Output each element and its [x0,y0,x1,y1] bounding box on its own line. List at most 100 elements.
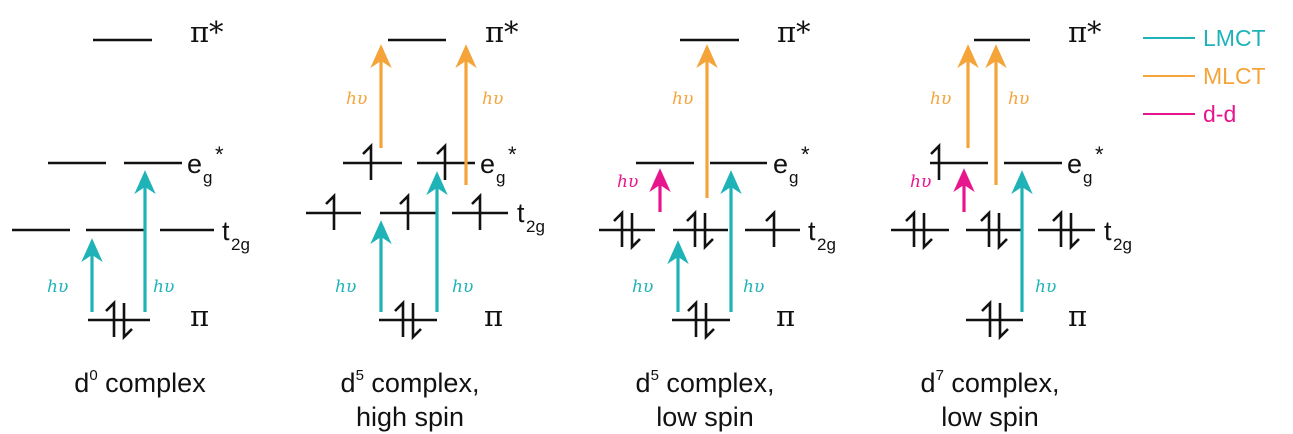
eg-label: e [1067,149,1082,179]
legend-label-lmct: LMCT [1203,25,1266,51]
caption-line2: low spin [941,402,1039,432]
transition-arrow-head [134,170,156,195]
legend-swatch-mlct [1143,75,1195,77]
eg-label: e [480,149,495,179]
transition-arrow-head [426,171,448,196]
photon-label: hυ [910,172,931,192]
eg-label-subscript: g [789,168,798,187]
transition-arrow-head [649,168,671,193]
electron-spin-down [411,303,422,341]
transition-arrow-head [81,238,103,263]
caption-d5-low-spin: d5 complex, low spin [595,366,815,434]
electron-spin-down [122,303,133,341]
photon-label: hυ [1008,89,1029,109]
transition-arrow-head [953,168,975,193]
transition-arrow-head [370,220,392,245]
electron-spin-up [905,209,916,247]
eg-label-star: * [508,142,517,167]
eg-label: e [773,149,788,179]
caption-superscript: 5 [355,367,364,384]
electron-spin-up [981,299,992,337]
t2g-label-subscript: 2g [1113,235,1132,254]
legend-swatch-lmct [1143,37,1195,39]
t2g-label: t [222,216,230,246]
caption-line2: low spin [656,402,754,432]
electron-spin-up [325,192,336,230]
caption-superscript: 5 [650,367,659,384]
caption-superscript: 7 [935,367,944,384]
transition-arrow-head [696,44,718,69]
caption-line1: complex, [658,368,775,398]
transition-arrow-head [667,240,689,265]
eg-label-subscript: g [496,168,505,187]
transition-arrow-head [1011,170,1033,195]
eg-label-star: * [1095,142,1104,167]
photon-label: hυ [153,277,174,297]
electron-spin-up [765,209,776,247]
electron-spin-down [704,303,715,341]
electron-spin-down [630,213,641,251]
electron-spin-up [394,299,405,337]
caption-d-letter: d [920,368,936,398]
eg-label-star: * [215,142,224,167]
caption-d-letter: d [74,368,90,398]
transition-arrow-head [455,44,477,69]
transition-arrow-head [370,44,392,69]
pi-star-label: π* [777,15,811,49]
eg-label: e [187,149,202,179]
photon-label: hυ [452,277,473,297]
pi-star-label: π* [1068,15,1102,49]
photon-label: hυ [632,277,653,297]
caption-line1: complex, [363,368,480,398]
electron-spin-down [922,213,933,251]
legend-label-dd: d-d [1203,101,1237,127]
t2g-label-subscript: 2g [817,235,836,254]
caption-d-letter: d [635,368,651,398]
caption-d7-low-spin: d7 complex, low spin [880,366,1100,434]
electron-spin-up [399,192,410,230]
pi-label: π [484,299,503,333]
electron-spin-up [687,299,698,337]
legend-swatch-dd [1143,113,1195,115]
electron-spin-up [471,192,482,230]
t2g-label-subscript: 2g [231,235,250,254]
eg-label-star: * [801,142,810,167]
pi-label: π [776,299,795,333]
caption-line1: complex [97,368,206,398]
photon-label: hυ [346,89,367,109]
transition-arrow-head [985,44,1007,69]
electron-spin-up [980,209,991,247]
electron-spin-up [436,142,447,180]
electron-spin-down [998,303,1009,341]
electron-spin-down [1069,213,1080,251]
electron-spin-up [362,142,373,180]
photon-label: hυ [617,172,638,192]
transition-arrow-head [957,44,979,69]
t2g-label: t [808,216,816,246]
caption-d5-high-spin: d5 complex, high spin [300,366,520,434]
caption-superscript: 0 [89,367,98,384]
caption-line1: complex, [943,368,1060,398]
photon-label: hυ [47,277,68,297]
eg-label-subscript: g [1083,168,1092,187]
electron-spin-up [686,209,697,247]
photon-label: hυ [335,277,356,297]
pi-star-label: π* [485,15,519,49]
photon-label: hυ [743,277,764,297]
caption-d-letter: d [340,368,356,398]
caption-line2: high spin [355,402,465,432]
t2g-label: t [517,198,525,228]
electron-spin-down [703,213,714,251]
electron-spin-up [1052,209,1063,247]
legend-label-mlct: MLCT [1203,63,1266,89]
photon-label: hυ [672,89,693,109]
transition-arrow-head [720,170,742,195]
t2g-label: t [1104,216,1112,246]
pi-star-label: π* [190,15,224,49]
electron-spin-down [997,213,1008,251]
electron-spin-up [930,142,941,180]
